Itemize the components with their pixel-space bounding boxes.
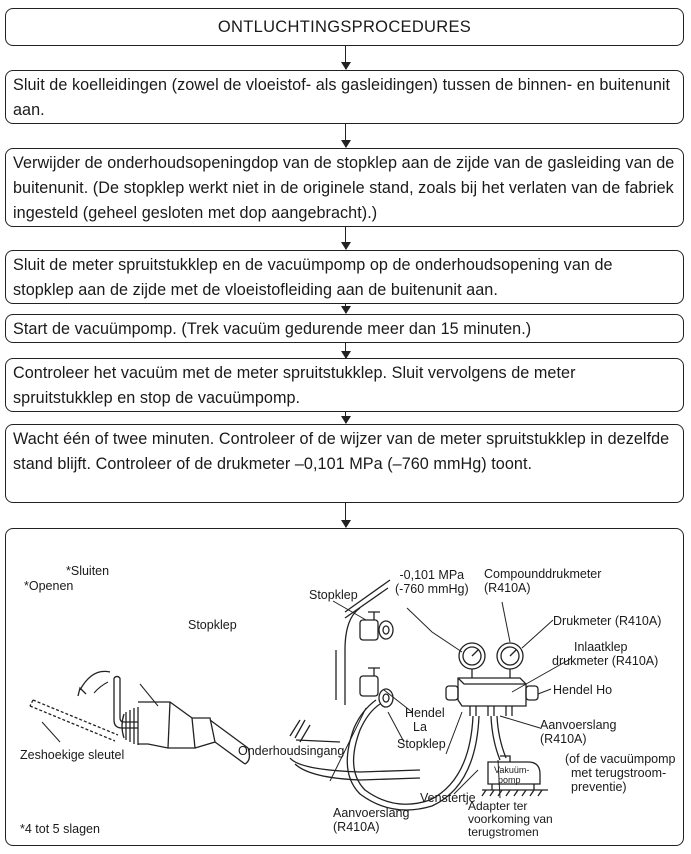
flow-arrow [339, 503, 353, 528]
step-3-text: Sluit de meter spruitstukklep en de vacu… [13, 256, 613, 299]
flow-arrow [339, 124, 353, 148]
label-pressure: -0,101 MPa (-760 mmHg) [395, 568, 469, 596]
label-stopklep-top: Stopklep [309, 588, 358, 602]
label-aanvoer-right-line1: Aanvoerslang [540, 718, 617, 732]
label-aanvoer-right-line2: (R410A) [540, 732, 587, 746]
label-slagen: *4 tot 5 slagen [20, 822, 100, 836]
label-venstertje: Venstertje [420, 791, 476, 805]
label-adapter: Adapter ter voorkoming van terugstromen [468, 800, 553, 839]
charge-hoses-drawing [346, 699, 507, 811]
label-pump-note-line2: met terugstroom- [571, 766, 667, 780]
outdoor-unit-drawing [289, 579, 421, 781]
label-inlaatklep: Inlaatklep drukmeter (R410A) [552, 640, 658, 668]
flow-arrow [339, 46, 353, 70]
label-pressure-line1: -0,101 MPa [399, 568, 465, 582]
label-hendel-la-line2: La [413, 720, 427, 734]
leader-lines [41, 600, 573, 799]
flow-arrow [339, 343, 353, 359]
label-hendel-la-line1: Hendel [405, 706, 445, 720]
label-openen: *Openen [24, 579, 74, 593]
step-1: Sluit de koelleidingen (zowel de vloeist… [5, 70, 684, 124]
label-pump-note-line1: (of de vacuümpomp [565, 752, 676, 766]
label-inlaat-line2: drukmeter (R410A) [552, 654, 659, 668]
label-zeshoekige-sleutel: Zeshoekige sleutel [20, 748, 125, 762]
label-pump-line2: pomp [498, 775, 521, 785]
manifold-gauge-drawing [445, 642, 539, 716]
label-hendel-la: Hendel La [405, 706, 445, 734]
step-4-text: Start de vacuümpomp. (Trek vacuüm gedure… [13, 320, 532, 338]
flow-arrow [339, 304, 353, 314]
flow-arrow [339, 227, 353, 250]
step-5-text: Controleer het vacuüm met de meter sprui… [13, 364, 576, 407]
label-pump-line1: Vakuüm- [494, 765, 530, 775]
label-adapter-line3: terugstromen [468, 825, 539, 839]
vacuum-pump-drawing [481, 755, 548, 797]
label-onderhoudsingang: Onderhoudsingang [238, 744, 345, 758]
label-compound-line1: Compounddrukmeter [484, 567, 602, 581]
label-inlaat-line1: Inlaatklep [574, 640, 628, 654]
label-compounddrukmeter: Compounddrukmeter (R410A) [484, 567, 601, 595]
flow-arrow [339, 412, 353, 424]
step-6-text: Wacht één of twee minuten. Controleer of… [13, 430, 670, 473]
step-2-text: Verwijder de onderhoudsopeningdop van de… [13, 154, 675, 222]
step-4: Start de vacuümpomp. (Trek vacuüm gedure… [5, 314, 684, 343]
label-hendel-ho: Hendel Ho [553, 683, 613, 697]
label-aanvoerslang-bottom: Aanvoerslang (R410A) [333, 806, 409, 834]
label-aanvoer-bottom-line1: Aanvoerslang [333, 806, 410, 820]
label-stopklep-left: Stopklep [188, 618, 237, 632]
title-box: ONTLUCHTINGSPROCEDURES [5, 8, 684, 46]
label-sluiten: *Sluiten [66, 564, 110, 578]
step-1-text: Sluit de koelleidingen (zowel de vloeist… [13, 76, 671, 119]
step-3: Sluit de meter spruitstukklep en de vacu… [5, 250, 684, 304]
label-vacuum-pump: Vakuüm- pomp [494, 765, 529, 785]
label-adapter-line1: Adapter ter [468, 799, 528, 813]
step-6: Wacht één of twee minuten. Controleer of… [5, 424, 684, 503]
step-5: Controleer het vacuüm met de meter sprui… [5, 358, 684, 412]
label-pump-note: (of de vacuümpomp met terugstroom- preve… [565, 752, 675, 794]
label-aanvoerslang-right: Aanvoerslang (R410A) [540, 718, 616, 746]
label-aanvoer-bottom-line2: (R410A) [333, 820, 380, 834]
step-2: Verwijder de onderhoudsopeningdop van de… [5, 148, 684, 227]
label-pump-note-line3: preventie) [571, 780, 627, 794]
label-compound-line2: (R410A) [484, 581, 531, 595]
hex-wrench-drawing [29, 670, 251, 765]
page-title: ONTLUCHTINGSPROCEDURES [217, 18, 472, 36]
label-drukmeter: Drukmeter (R410A) [553, 614, 662, 628]
label-pressure-line2: (-760 mmHg) [395, 582, 469, 596]
label-stopklep-bottom: Stopklep [397, 737, 446, 751]
label-adapter-line2: voorkoming van [468, 812, 553, 826]
